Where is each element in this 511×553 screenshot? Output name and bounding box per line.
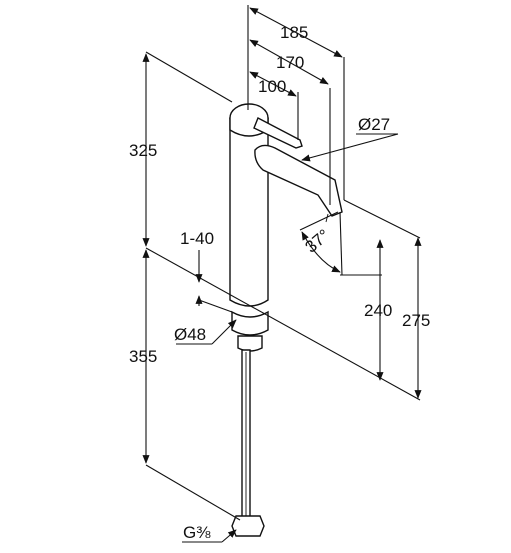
deck-line <box>145 247 421 401</box>
leader-48 <box>211 319 237 345</box>
bottom-line <box>145 464 241 521</box>
label-325: 325 <box>129 141 157 160</box>
hose-connector <box>231 515 265 537</box>
label-diameter-48: Ø48 <box>174 325 206 344</box>
leader-thread <box>221 529 237 543</box>
label-thread: G⅜ <box>183 523 211 542</box>
leader-27 <box>301 133 399 162</box>
label-angle-37: 37° <box>301 226 333 257</box>
dim-line-1-40 <box>198 299 233 313</box>
mounting-nut <box>237 335 263 352</box>
label-275: 275 <box>402 311 430 330</box>
label-170: 170 <box>276 53 304 72</box>
label-355: 355 <box>129 347 157 366</box>
dim-line-100 <box>249 71 297 97</box>
label-240: 240 <box>364 301 392 320</box>
angle-arc-37 <box>301 231 341 273</box>
label-185: 185 <box>280 23 308 42</box>
label-diameter-27: Ø27 <box>358 115 390 134</box>
label-100: 100 <box>258 77 286 96</box>
label-1-40: 1-40 <box>180 229 214 248</box>
faucet-outline <box>229 103 343 537</box>
dim-line-170 <box>249 39 329 85</box>
lever-handle <box>253 117 303 149</box>
base-ring <box>231 310 269 336</box>
faucet-spout <box>254 144 343 217</box>
